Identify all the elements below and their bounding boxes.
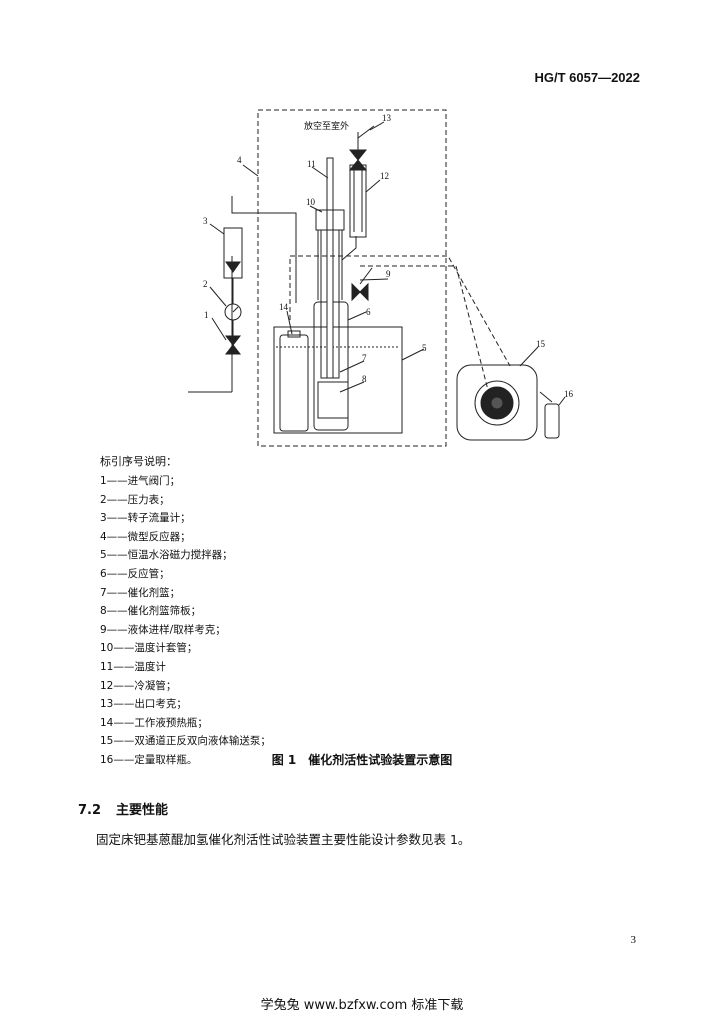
callout-12: 12 [380, 171, 389, 181]
callout-2: 2 [203, 279, 208, 289]
callout-13: 13 [382, 113, 392, 123]
callout-10: 10 [306, 197, 316, 207]
liquid-pump [456, 364, 538, 441]
legend-item: 8——催化剂篮筛板； [100, 605, 202, 618]
legend-title: 标引序号说明： [100, 455, 177, 468]
legend-item: 7——催化剂篮； [100, 586, 181, 599]
legend-item: 11——温度计 [100, 660, 166, 673]
callout-7: 7 [362, 353, 367, 363]
section-number: 7.2 [78, 803, 102, 818]
figure-caption: 图 1 催化剂活性试验装置示意图 [271, 753, 453, 767]
catalyst-basket [317, 381, 349, 419]
gas-inlet-line [231, 196, 297, 392]
water-bath [273, 326, 403, 434]
legend-item: 1——进气阀门； [100, 475, 181, 487]
legend-item: 14——工作液预热瓶； [100, 716, 208, 729]
callout-16: 16 [564, 389, 574, 399]
footer-watermark: 学兔兔 www.bzfxw.com 标准下载 [260, 998, 464, 1013]
body-paragraph: 固定床钯基蒽醌加氢催化剂活性试验装置主要性能设计参数见表 1。 [96, 832, 471, 847]
callout-4: 4 [237, 155, 242, 165]
legend-item: 15——双通道正反双向液体输送泵； [100, 735, 271, 748]
standard-code: HG/T 6057—2022 [534, 70, 640, 85]
callout-11: 11 [307, 159, 316, 169]
section-heading: 7.2 主要性能 [78, 799, 168, 818]
legend-item: 2——压力表； [100, 493, 170, 506]
legend-item: 5——恒温水浴磁力搅拌器； [100, 549, 233, 562]
legend-item: 13——出口考克； [100, 698, 187, 711]
callout-5: 5 [422, 343, 427, 353]
page-number: 3 [630, 934, 637, 946]
callout-14: 14 [279, 302, 289, 312]
legend-list: 1——进气阀门； 2——压力表； 3——转子流量计； 4——微型反应器； 5——… [100, 472, 271, 770]
callout-8: 8 [362, 374, 367, 384]
callout-1: 1 [204, 310, 209, 320]
legend-item: 9——液体进样/取样考克； [100, 623, 226, 636]
legend-item: 10——温度计套管； [100, 642, 198, 655]
preheat-bottle [279, 334, 309, 432]
sampling-bottle [544, 403, 560, 439]
thermometer [326, 157, 334, 379]
vent-label: 放空至室外 [304, 120, 349, 132]
apparatus-diagram: 放空至室外 1 2 3 4 5 6 7 8 9 10 11 12 13 14 1… [188, 109, 574, 447]
legend-item: 6——反应管； [100, 567, 170, 580]
callout-6: 6 [366, 307, 371, 317]
micro-reactor-enclosure [257, 109, 447, 447]
legend-item: 16——定量取样瓶。 [100, 753, 198, 766]
legend-item: 4——微型反应器； [100, 530, 191, 543]
section-title: 主要性能 [116, 803, 169, 818]
callout-15: 15 [536, 339, 546, 349]
callout-9: 9 [386, 269, 391, 279]
legend-item: 3——转子流量计； [100, 512, 191, 525]
condenser [349, 164, 367, 238]
callout-3: 3 [203, 216, 208, 226]
legend-item: 12——冷凝管； [100, 679, 177, 692]
